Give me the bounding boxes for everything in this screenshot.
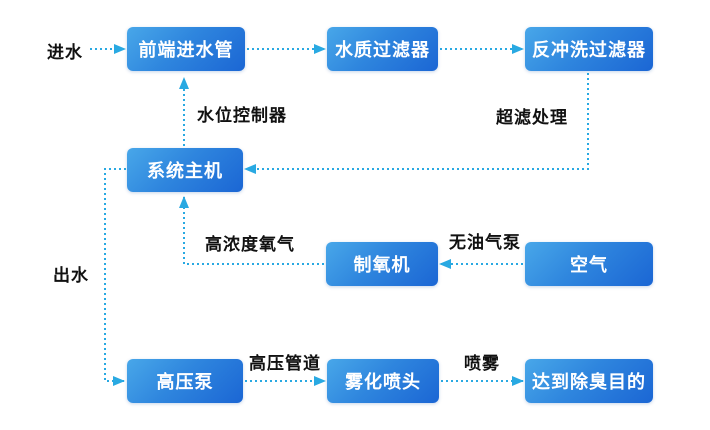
label-high-concentration-oxygen: 高浓度氧气 <box>205 235 295 254</box>
node-deodorization-goal: 达到除臭目的 <box>525 359 653 403</box>
node-system-host: 系统主机 <box>127 148 243 192</box>
edge-oxygen-to-host <box>179 196 324 265</box>
label-ultrafiltration: 超滤处理 <box>496 108 568 127</box>
node-atomizing-nozzle: 雾化喷头 <box>327 359 439 403</box>
node-oxygen-generator: 制氧机 <box>326 242 438 286</box>
edge-host-to-pump <box>104 168 126 386</box>
label-spray: 喷雾 <box>464 354 500 373</box>
label-water-outlet: 出水 <box>53 266 89 285</box>
label-water-level-controller: 水位控制器 <box>197 106 287 125</box>
edge-backwash-to-host <box>244 73 589 174</box>
node-high-pressure-pump: 高压泵 <box>127 359 243 403</box>
node-front-inlet-pipe: 前端进水管 <box>127 27 245 71</box>
node-backwash-filter: 反冲洗过滤器 <box>525 27 653 71</box>
node-air: 空气 <box>525 242 653 286</box>
node-water-quality-filter: 水质过滤器 <box>327 27 438 71</box>
label-oil-free-air-pump: 无油气泵 <box>449 233 521 252</box>
label-high-pressure-pipe: 高压管道 <box>249 354 321 373</box>
label-water-inlet: 进水 <box>47 43 83 62</box>
